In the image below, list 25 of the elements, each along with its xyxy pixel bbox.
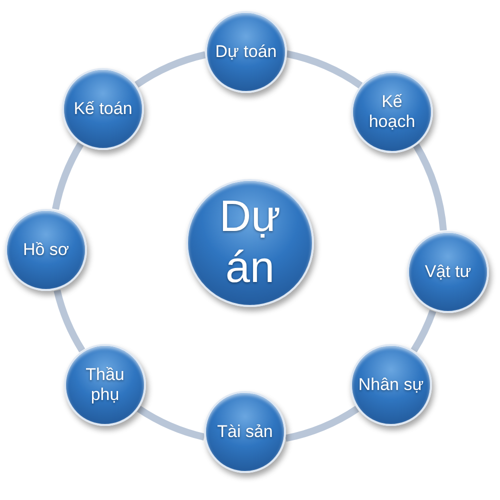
topic-circle [350, 344, 432, 426]
circle-label: Thầu phụ [84, 365, 126, 405]
topic-circle [5, 209, 87, 291]
circle-label: Vật tư [424, 262, 472, 282]
topic-circle [62, 68, 144, 150]
circle-label: Dự toán [214, 42, 278, 62]
ring-connector [134, 51, 206, 88]
ring-connector [137, 406, 206, 440]
ring-connector [286, 50, 362, 89]
ring-connector [54, 290, 86, 352]
ring-connector [410, 310, 436, 352]
circle-label: Nhân sự [357, 375, 425, 395]
circle-label: Kế hoạch [368, 92, 416, 132]
topic-circle [205, 11, 287, 93]
topic-circle [64, 344, 146, 426]
circle-label: Dự án [218, 192, 282, 294]
ring-connector [52, 142, 84, 210]
topic-circle [204, 391, 286, 473]
topic-circle [351, 71, 433, 153]
ring-connector [284, 406, 359, 442]
ring-connector [412, 144, 447, 231]
circle-label: Kế toán [72, 99, 134, 119]
topic-circle [407, 231, 489, 313]
circle-label: Tài sản [216, 422, 274, 442]
circle-label: Hồ sơ [22, 240, 70, 260]
